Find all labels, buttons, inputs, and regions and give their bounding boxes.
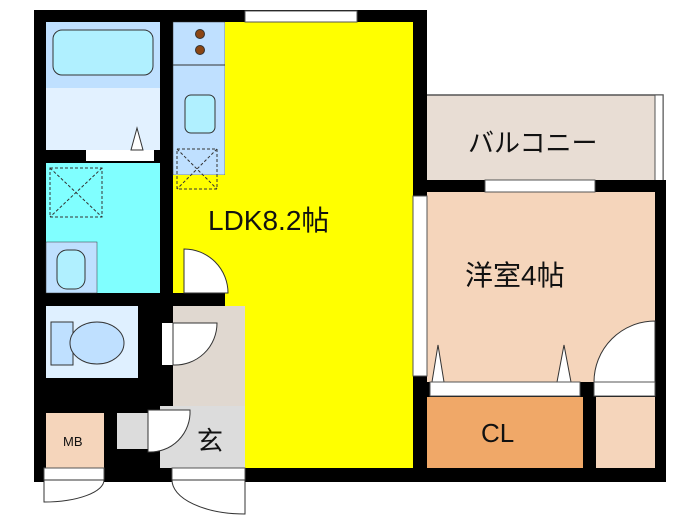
wash-basin: [56, 249, 86, 290]
entrance-label: 玄: [197, 426, 223, 456]
sliding-door: [412, 195, 428, 377]
closet-door: [429, 381, 581, 397]
storage: [596, 397, 655, 468]
ldk-door-swing: [183, 248, 229, 294]
fridge-x: [176, 148, 218, 190]
bathtub: [52, 29, 154, 76]
washer-space: [49, 167, 103, 218]
storage-door: [593, 381, 656, 397]
ldk-label: LDK8.2帖: [208, 205, 329, 236]
closet-label: CL: [481, 418, 514, 448]
ldk-room: [225, 22, 413, 468]
stove-burner: [195, 29, 205, 39]
closet: [427, 397, 583, 468]
storage-door-swing: [593, 320, 656, 383]
mb-door-swing: [43, 479, 105, 503]
western-room-label: 洋室4帖: [465, 260, 565, 291]
kitchen-sink: [184, 94, 216, 134]
shoe-box-door: [147, 409, 191, 453]
toilet-bowl: [69, 321, 125, 365]
front-door-swing: [171, 479, 246, 515]
fridge-space: [176, 148, 218, 190]
bath-door: [86, 150, 154, 161]
front-door-opening: [171, 467, 246, 481]
shoe-box: [117, 413, 150, 449]
toilet-door: [162, 323, 173, 365]
mb-door-opening: [43, 467, 105, 481]
meter-box: [46, 413, 104, 468]
meter-box-label: MB: [63, 434, 83, 449]
balcony: [424, 94, 664, 184]
western-window: [484, 179, 596, 193]
washer-x2: [49, 167, 103, 218]
balcony-label: バルコニー: [468, 128, 597, 158]
toilet-door-swing: [172, 322, 218, 366]
balcony-rail: [654, 94, 664, 186]
ldk-window: [244, 10, 358, 23]
stove-burner: [195, 45, 205, 55]
fridge-x2: [176, 148, 218, 190]
door-marker: [130, 126, 144, 151]
